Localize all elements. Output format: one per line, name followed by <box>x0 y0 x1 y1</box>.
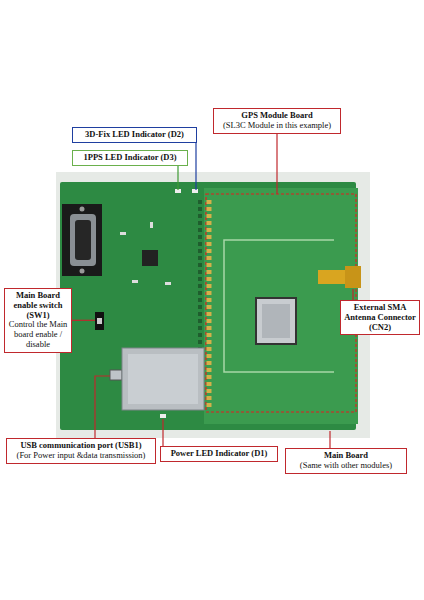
led <box>160 414 166 418</box>
callout-title: 3D-Fix LED Indicator (D2) <box>76 130 193 140</box>
callout-title: External SMA Antenna Connector (CN2) <box>344 303 416 332</box>
leader-line <box>196 135 197 190</box>
db9-socket <box>75 220 91 260</box>
callout-box: Main Board(Same with other modules) <box>285 448 407 474</box>
smd-part <box>150 222 153 228</box>
leader-line <box>72 320 95 321</box>
callout-note: (For Power input &data transmission) <box>10 451 152 461</box>
photo-ground <box>56 172 370 438</box>
header-pins <box>207 200 212 410</box>
callout-box: 1PPS LED Indicator (D3) <box>72 150 188 166</box>
gps-module <box>256 298 296 344</box>
db9-screw <box>80 207 85 212</box>
callout-title: 1PPS LED Indicator (D3) <box>76 153 184 163</box>
callout-title: USB communication port (USB1) <box>10 441 152 451</box>
callout-box: Power LED Indicator (D1) <box>160 446 278 462</box>
gps-module-board <box>204 188 358 424</box>
sma-connector <box>318 270 348 284</box>
leader-line <box>95 376 110 438</box>
callout-title: Main Board enable switch (SW1) <box>8 291 68 320</box>
leader-line <box>352 289 353 300</box>
leader-line <box>276 134 277 194</box>
db9-shell <box>70 214 96 266</box>
callout-box: External SMA Antenna Connector (CN2) <box>340 300 420 335</box>
leader-line <box>177 166 178 190</box>
switch-knob <box>97 318 102 324</box>
callout-note: Control the Main board enable / disable <box>8 320 68 349</box>
callout-note: (Same with other modules) <box>289 461 403 471</box>
leader-line <box>162 419 163 446</box>
ic-chip <box>142 250 158 266</box>
db9-connector <box>62 204 102 276</box>
dotted-outline <box>206 194 356 412</box>
sma-nut <box>345 266 361 288</box>
led <box>192 189 198 193</box>
smd-part <box>132 280 138 283</box>
gps-module-lid <box>262 304 290 338</box>
callout-title: Main Board <box>289 451 403 461</box>
smd-part <box>165 282 171 285</box>
usb-port <box>110 370 122 380</box>
antenna-trace <box>224 240 334 372</box>
callout-title: GPS Module Board <box>217 111 337 121</box>
callout-box: Main Board enable switch (SW1)Control th… <box>4 288 72 353</box>
shield-top <box>128 354 198 404</box>
leader-line <box>329 431 330 448</box>
callout-box: 3D-Fix LED Indicator (D2) <box>72 127 197 143</box>
callout-box: USB communication port (USB1)(For Power … <box>6 438 156 464</box>
switch <box>95 312 104 330</box>
callout-box: GPS Module Board(SL3C Module in this exa… <box>213 108 341 134</box>
smd-part <box>120 232 126 235</box>
db9-screw <box>80 269 85 274</box>
callout-note: (SL3C Module in this example) <box>217 121 337 131</box>
callout-title: Power LED Indicator (D1) <box>164 449 274 459</box>
shield-can <box>122 348 204 410</box>
